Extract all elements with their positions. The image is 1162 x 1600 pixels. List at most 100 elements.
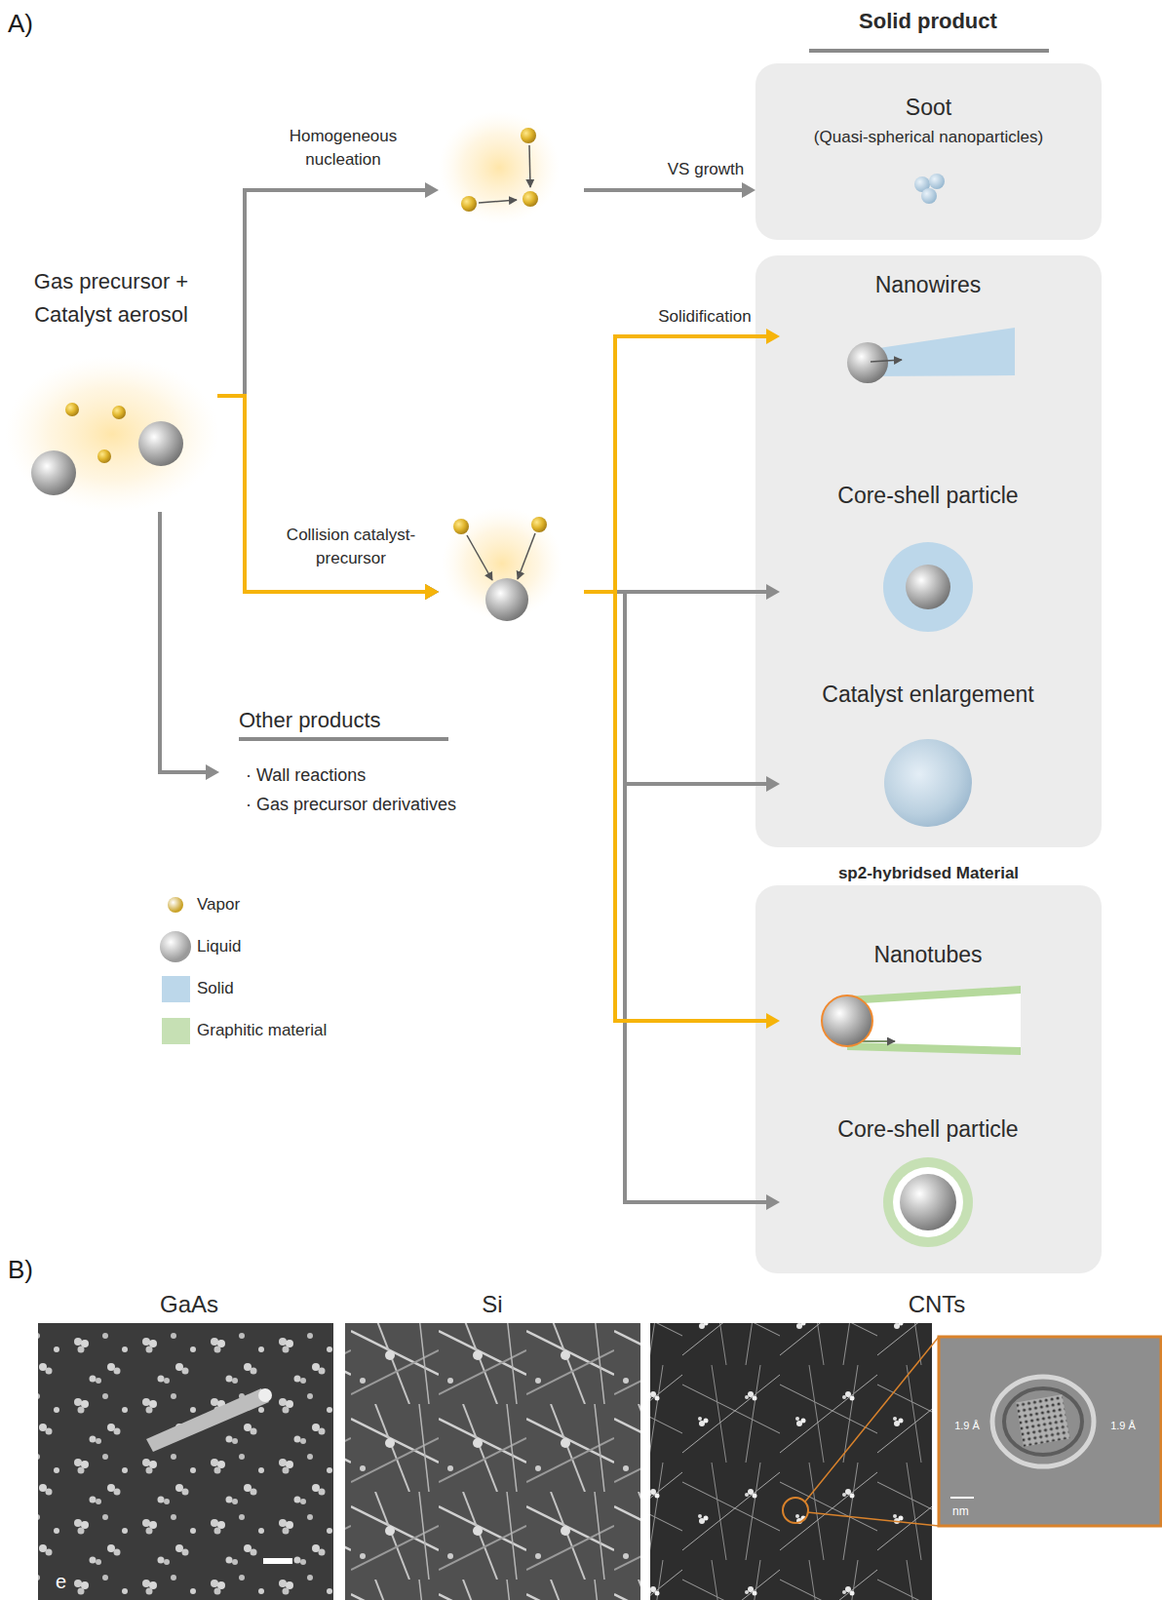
legend-swatch [159,930,192,963]
flow-connector [217,395,780,1210]
tem-inset-part [1004,1388,1083,1455]
product-panel: Soot (Quasi-spherical nanoparticles) [755,63,1102,240]
text-slot: Si [424,1289,561,1319]
soot-particles-part [929,173,945,190]
nucleation-cluster-part [529,145,531,188]
aerosol-cloud-part [4,355,220,512]
text-slot: Solid [196,977,234,1000]
arrow-head [425,182,439,198]
enlarged-catalyst-figure-part [884,738,972,827]
legend-swatch [161,1017,191,1045]
graphitic-core-shell-figure-part [892,1166,964,1238]
text-slot: 1.9 Å [945,1415,989,1434]
gaas-micrograph-part [146,1388,270,1452]
connector-line [583,591,770,784]
node-title: Catalyst enlargement [821,680,1034,708]
soot-particles [914,173,945,204]
text-slot: Collision catalyst-precursor [277,523,425,571]
gaas-micrograph-part [38,1322,334,1600]
text-slot: Liquid [196,935,241,958]
flow-connector [217,395,780,792]
text-slot: VS growth [637,158,775,180]
legend-text: Vapor [196,893,240,916]
arrow-head [766,775,780,792]
text-slot: (Quasi-spherical nanoparticles) [765,126,1092,149]
node-title: Nanowires [875,271,982,299]
arrow-head [425,583,439,600]
legend-swatch [161,975,191,1003]
column-heading: Solid product [858,7,998,36]
text-slot: CNTs [868,1289,1006,1319]
text-slot: Gas precursor + Catalyst aerosol [18,265,204,332]
flow-connector [217,182,756,396]
arrow-head [425,583,439,600]
tem-inset-part [938,1336,1162,1526]
product-group: sp2-hybridsed MaterialNanotubesCore-shel… [755,857,1102,1274]
arrow-head [766,328,780,345]
arrow-head [205,764,220,780]
nucleation-cluster-part [522,191,539,207]
text-slot: · Wall reactions [245,763,366,787]
node-title: Nanotubes [873,940,982,969]
aerosol-cloud [4,355,220,512]
product-item: Nanowires [779,269,1077,387]
collision-cluster-part [485,578,529,621]
node-title: sp2-hybridsed Material [838,862,1019,885]
gaas-micrograph-part [38,1322,334,1600]
si-micrograph-part [345,1322,641,1600]
gaas-micrograph [38,1322,334,1600]
collision-cluster-part [466,535,493,581]
nanotube-figure-part [821,995,873,1046]
connector-line [583,591,770,1021]
source-node: Gas precursor + Catalyst aerosol [4,259,218,512]
text-slot: A) [7,7,34,40]
nanotube-figure [821,985,1021,1055]
legend-text: Liquid [196,935,241,958]
node-text: · Gas precursor derivatives [245,792,457,816]
tem-inset-part [992,1376,1094,1467]
core-shell-figure-part [883,542,973,632]
text-slot: Soot [765,93,1092,121]
nucleation-cluster [438,111,560,225]
image-title: Si [481,1289,503,1319]
scale-label: nm [950,1504,971,1519]
connector-line [217,395,428,592]
nanowire-figure-part [872,327,1015,377]
arrow-label: Solidification [658,306,751,327]
legend-text: Graphitic material [196,1019,327,1042]
nanowire-figure-part [870,359,902,362]
soot-particles-part [921,188,937,204]
nanowire-figure [847,327,1015,384]
nucleation-cluster-part [478,199,517,203]
tem-inset-part [950,1496,974,1499]
node-text: · Wall reactions [245,763,366,787]
graphitic-core-shell-figure [883,1157,973,1247]
aerosol-cloud-part [31,450,77,496]
cnt-micrograph [650,1322,939,1600]
aerosol-cloud-part [97,449,112,464]
flow-connector [217,328,780,600]
collision-cluster [441,506,563,621]
flow-connector [159,511,220,780]
node-title: Soot [905,93,952,121]
connector-line [583,336,770,592]
legend-swatch [167,896,184,913]
text-slot: Solid product [801,7,1055,36]
text-slot: Homogeneous nucleation [279,124,407,172]
cnt-micrograph-part [782,1497,809,1523]
node-title: Core-shell particle [837,1115,1018,1143]
product-item: Core-shell particle [779,479,1077,642]
connector-line [583,591,770,1202]
connector-line [217,395,428,592]
arrow-label: VS growth [667,158,744,180]
panel-backgrounds [238,48,1102,1274]
graphitic-core-shell-figure-part [899,1173,957,1231]
text-slot: Nanowires [789,271,1067,299]
arrow-head [766,1194,780,1210]
text-slot: B) [7,1253,34,1286]
product-item: Core-shell particle [779,1111,1077,1253]
soot-panel [755,63,1102,240]
header-rule [809,48,1049,53]
si-micrograph [345,1322,641,1600]
